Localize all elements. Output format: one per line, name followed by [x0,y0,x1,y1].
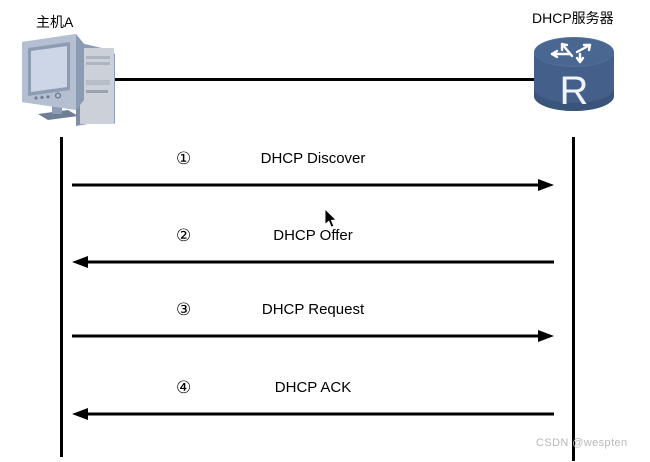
message-caption-3: ③ DHCP Request [72,299,554,325]
network-link-line [115,78,539,81]
router-icon: R [528,30,620,120]
router-letter: R [560,69,589,113]
message-index-2: ② [176,226,192,245]
message-index-4: ④ [176,378,192,397]
desktop-computer-icon [14,28,122,130]
message-arrow-1 [72,179,554,191]
message-row-2: ② DHCP Offer [72,225,554,271]
message-index-3: ③ [176,300,192,319]
message-label-4: DHCP ACK [274,379,352,396]
host-label: 主机A [36,14,74,30]
message-row-1: ① DHCP Discover [72,148,554,194]
message-arrow-4 [72,408,554,420]
message-caption-2: ② DHCP Offer [72,225,554,251]
watermark: CSDN @wespten [536,437,628,449]
message-caption-4: ④ DHCP ACK [72,377,554,403]
server-lifeline [572,137,575,461]
message-index-1: ① [176,149,192,168]
message-arrow-3 [72,330,554,342]
message-caption-1: ① DHCP Discover [72,148,554,174]
message-arrow-2 [72,256,554,268]
message-label-3: DHCP Request [261,301,365,318]
message-label-1: DHCP Discover [260,150,366,167]
message-row-3: ③ DHCP Request [72,299,554,345]
host-lifeline [60,137,63,457]
dhcp-server-label: DHCP服务器 [532,10,614,26]
message-label-2: DHCP Offer [273,227,353,244]
message-row-4: ④ DHCP ACK [72,377,554,423]
